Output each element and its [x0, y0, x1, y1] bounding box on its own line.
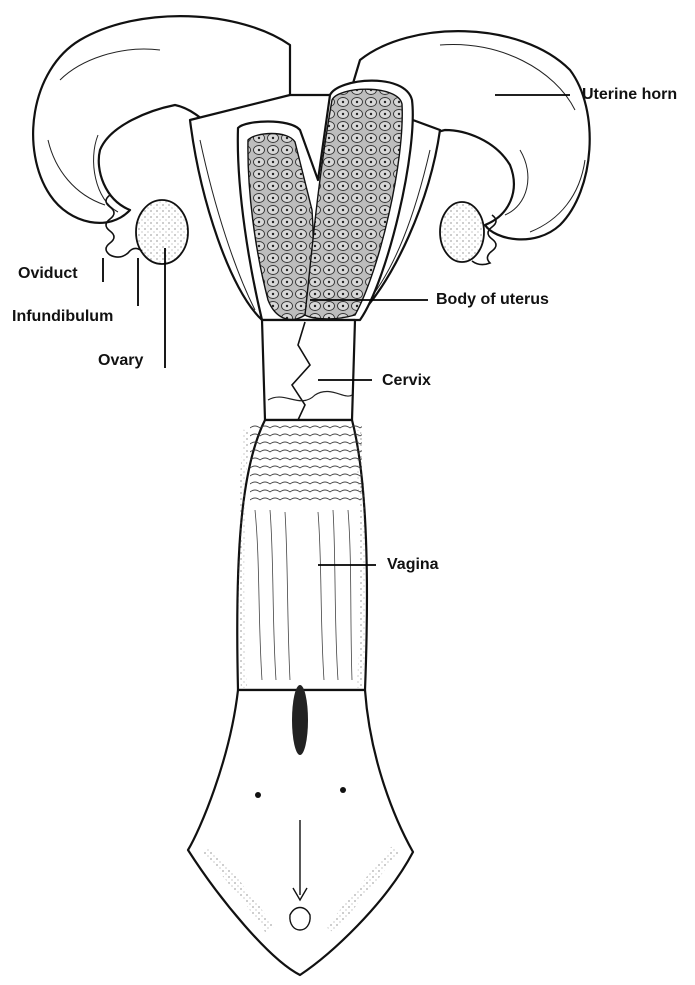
label-infundibulum: Infundibulum [12, 308, 113, 326]
vestibule [188, 685, 413, 975]
vaginal-rugae [250, 425, 362, 505]
cervix [262, 320, 355, 420]
label-oviduct: Oviduct [18, 265, 78, 283]
label-vagina: Vagina [387, 556, 439, 574]
label-body-of-uterus: Body of uterus [436, 291, 549, 309]
label-uterine-horn: Uterine horn [582, 86, 677, 104]
label-ovary: Ovary [98, 352, 143, 370]
label-cervix: Cervix [382, 372, 431, 390]
right-ovary [440, 202, 484, 262]
